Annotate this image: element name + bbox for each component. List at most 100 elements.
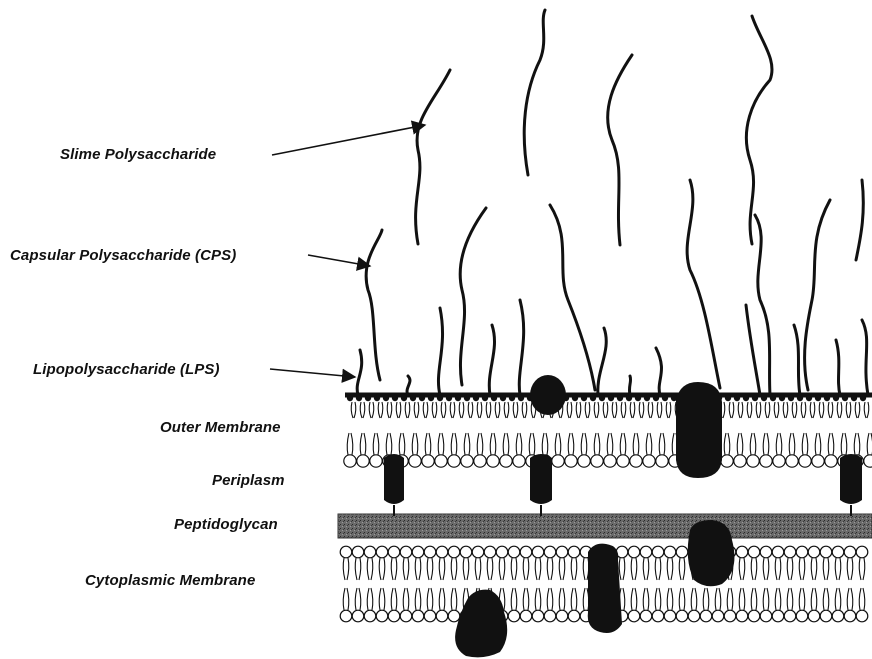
phospholipid-tail <box>343 558 349 580</box>
phospholipid-tail <box>427 588 433 610</box>
lps-tail <box>747 402 752 418</box>
outer-membrane-porin <box>676 382 722 478</box>
phospholipid-tail <box>823 558 829 580</box>
phospholipid-tail <box>751 588 757 610</box>
lps-tail <box>414 402 419 418</box>
polysaccharide-strand <box>746 305 760 395</box>
lps-head <box>824 395 830 401</box>
lps-head <box>455 395 461 401</box>
lps-head <box>410 395 416 401</box>
phospholipid-tail <box>403 588 409 610</box>
lps-tail <box>459 402 464 418</box>
phospholipid-tail <box>475 558 481 580</box>
phospholipid-head <box>864 455 872 467</box>
phospholipid-tail <box>499 558 505 580</box>
lps-head <box>851 395 857 401</box>
phospholipid-tail <box>799 558 805 580</box>
lps-head <box>581 395 587 401</box>
lps-tail <box>396 402 401 418</box>
lps-tail <box>351 402 356 418</box>
polysaccharide-strand <box>856 180 863 260</box>
phospholipid-head <box>520 546 532 558</box>
phospholipid-head <box>664 610 676 622</box>
phospholipid-tail <box>775 588 781 610</box>
phospholipid-tail <box>568 433 574 455</box>
phospholipid-head <box>422 455 434 467</box>
polysaccharide-strand <box>794 325 800 395</box>
polysaccharide-strand <box>366 230 382 380</box>
phospholipid-head <box>376 610 388 622</box>
phospholipid-head <box>552 455 564 467</box>
lps-head <box>815 395 821 401</box>
lps-head <box>635 395 641 401</box>
phospholipid-head <box>820 610 832 622</box>
phospholipid-tail <box>739 588 745 610</box>
phospholipid-head <box>808 610 820 622</box>
phospholipid-tail <box>655 558 661 580</box>
phospholipid-head <box>508 546 520 558</box>
lps-head <box>392 395 398 401</box>
polysaccharide-strand <box>805 200 830 390</box>
phospholipid-head <box>832 610 844 622</box>
phospholipid-head <box>786 455 798 467</box>
phospholipid-tail <box>516 433 522 455</box>
phospholipid-tail <box>535 558 541 580</box>
phospholipid-tail <box>360 433 366 455</box>
phospholipid-head <box>484 546 496 558</box>
cps-pointer-arrow <box>308 255 370 266</box>
lps-head <box>509 395 515 401</box>
phospholipid-tail <box>511 558 517 580</box>
phospholipid-tail <box>715 588 721 610</box>
lps-tail <box>360 402 365 418</box>
phospholipid-tail <box>415 558 421 580</box>
polysaccharide-strand <box>416 70 450 244</box>
lipoprotein-right <box>840 454 862 504</box>
lps-head <box>833 395 839 401</box>
lps-tail <box>585 402 590 418</box>
lps-head <box>752 395 758 401</box>
phospholipid-tail <box>691 588 697 610</box>
lps-head <box>743 395 749 401</box>
phospholipid-tail <box>477 433 483 455</box>
lps-tail <box>792 402 797 418</box>
phospholipid-head <box>825 455 837 467</box>
phospholipid-tail <box>594 433 600 455</box>
lps-tail <box>855 402 860 418</box>
lps-tail <box>522 402 527 418</box>
phospholipid-head <box>812 455 824 467</box>
lps-head <box>617 395 623 401</box>
phospholipid-head <box>565 455 577 467</box>
lps-head <box>464 395 470 401</box>
phospholipid-tail <box>535 588 541 610</box>
outer-membrane-protein-small <box>530 375 566 415</box>
lps-tail <box>819 402 824 418</box>
phospholipid-head <box>734 455 746 467</box>
phospholipid-tail <box>633 433 639 455</box>
phospholipid-head <box>376 546 388 558</box>
phospholipid-tail <box>343 588 349 610</box>
lps-pointer-arrow <box>270 369 355 377</box>
phospholipid-head <box>688 610 700 622</box>
phospholipid-tail <box>581 433 587 455</box>
phospholipid-head <box>532 546 544 558</box>
polysaccharide-strand <box>598 328 606 395</box>
phospholipid-head <box>676 610 688 622</box>
phospholipid-head <box>568 610 580 622</box>
phospholipid-head <box>568 546 580 558</box>
phospholipid-tail <box>451 558 457 580</box>
phospholipid-head <box>652 610 664 622</box>
phospholipid-head <box>532 610 544 622</box>
slime-pointer-arrow <box>272 125 425 155</box>
lps-tail <box>423 402 428 418</box>
lps-tail <box>603 402 608 418</box>
lps-head <box>374 395 380 401</box>
phospholipid-head <box>640 546 652 558</box>
phospholipid-head <box>496 546 508 558</box>
phospholipid-head <box>652 546 664 558</box>
phospholipid-head <box>772 610 784 622</box>
phospholipid-tail <box>523 588 529 610</box>
phospholipid-tail <box>737 433 743 455</box>
phospholipid-head <box>352 546 364 558</box>
lps-tail <box>837 402 842 418</box>
lps-tail <box>783 402 788 418</box>
